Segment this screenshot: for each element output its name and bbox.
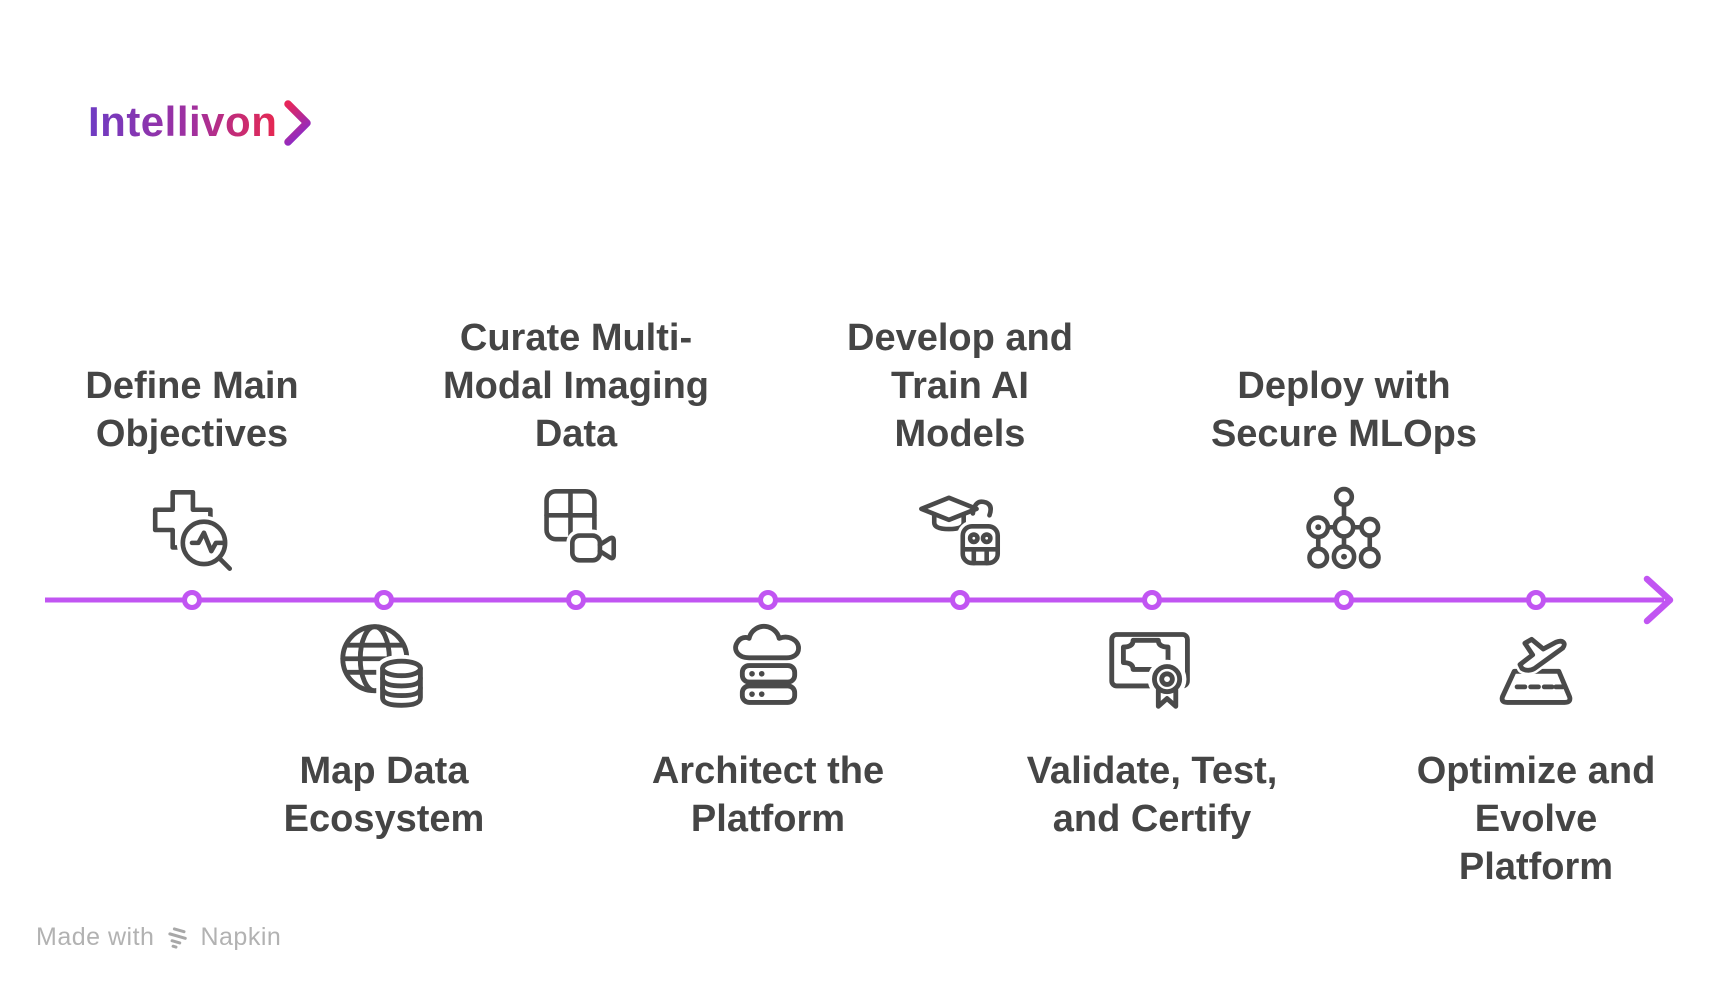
step-label: Deploy with Secure MLOps: [1210, 365, 1478, 455]
timeline-node: [182, 590, 202, 610]
globe-database-icon: [336, 618, 433, 715]
napkin-text: Napkin: [200, 922, 282, 951]
step-label: Architect the Platform: [651, 750, 885, 840]
step-validate-test-certify: Validate, Test, and Certify: [992, 618, 1312, 843]
brand-name: Intellivon: [88, 98, 278, 145]
timeline-node: [758, 590, 778, 610]
step-label: Develop and Train AI Models: [847, 317, 1073, 455]
napkin-logo-icon: [168, 927, 188, 949]
step-optimize-evolve-platform: Optimize and Evolve Platform: [1376, 618, 1696, 891]
medical-cross-search-icon: [146, 484, 238, 576]
timeline-arrow-icon: [1643, 575, 1674, 625]
timeline-node: [1334, 590, 1354, 610]
certificate-ribbon-icon: [1104, 618, 1201, 715]
network-nodes-icon: [1298, 484, 1390, 576]
cloud-server-icon: [720, 618, 817, 715]
step-curate-multimodal-imaging-data: Curate Multi- Modal Imaging Data: [416, 300, 736, 576]
timeline-node: [566, 590, 586, 610]
timeline-node: [1526, 590, 1546, 610]
step-label: Define Main Objectives: [85, 365, 299, 455]
step-label: Map Data Ecosystem: [283, 750, 485, 840]
step-map-data-ecosystem: Map Data Ecosystem: [224, 618, 544, 843]
step-label: Curate Multi- Modal Imaging Data: [443, 317, 709, 455]
education-robot-icon: [914, 484, 1006, 576]
timeline-node: [950, 590, 970, 610]
timeline-node: [374, 590, 394, 610]
image-grid-video-icon: [530, 484, 622, 576]
step-label: Validate, Test, and Certify: [1026, 750, 1278, 840]
brand-chevron-icon: [284, 100, 312, 146]
made-with-text: Made with: [36, 922, 155, 951]
step-develop-train-ai-models: Develop and Train AI Models: [800, 300, 1120, 576]
made-with-napkin: Made with Napkin: [36, 922, 281, 952]
step-deploy-secure-mlops: Deploy with Secure MLOps: [1184, 300, 1504, 576]
step-architect-the-platform: Architect the Platform: [608, 618, 928, 843]
step-define-main-objectives: Define Main Objectives: [32, 300, 352, 576]
timeline-node: [1142, 590, 1162, 610]
brand-logo: Intellivon: [88, 98, 313, 146]
plane-takeoff-icon: [1488, 618, 1585, 715]
step-label: Optimize and Evolve Platform: [1416, 750, 1656, 888]
timeline-axis: [45, 575, 1674, 625]
